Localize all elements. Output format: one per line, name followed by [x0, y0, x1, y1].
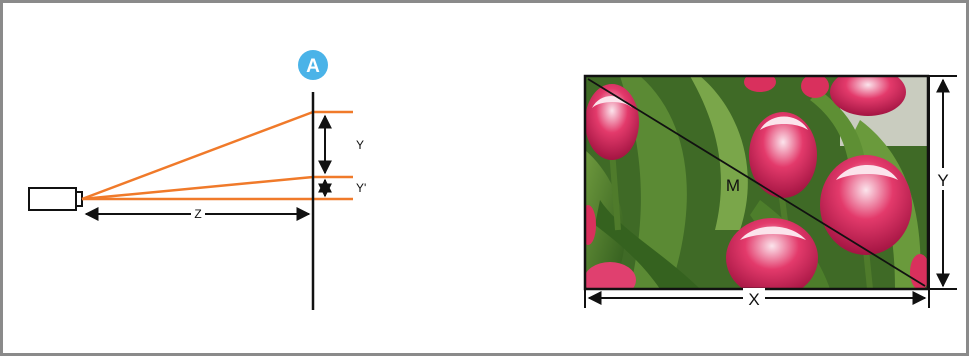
badge-a: A	[298, 50, 328, 80]
x-label-bg	[743, 288, 765, 308]
z-label-bg	[191, 207, 205, 221]
x-label: X	[748, 290, 759, 309]
y-prime-label: Y'	[356, 181, 366, 195]
camera-icon	[28, 187, 83, 211]
z-label: Z	[194, 207, 201, 221]
badge-letter: A	[306, 56, 320, 77]
tulip-photo	[585, 76, 928, 289]
y-label-bg	[934, 168, 952, 190]
y-label-right: Y	[937, 171, 948, 190]
diagonal-m-line	[587, 78, 926, 287]
m-label: M	[726, 176, 740, 195]
y-label-left: Y	[356, 138, 364, 152]
view-rays	[81, 110, 353, 201]
